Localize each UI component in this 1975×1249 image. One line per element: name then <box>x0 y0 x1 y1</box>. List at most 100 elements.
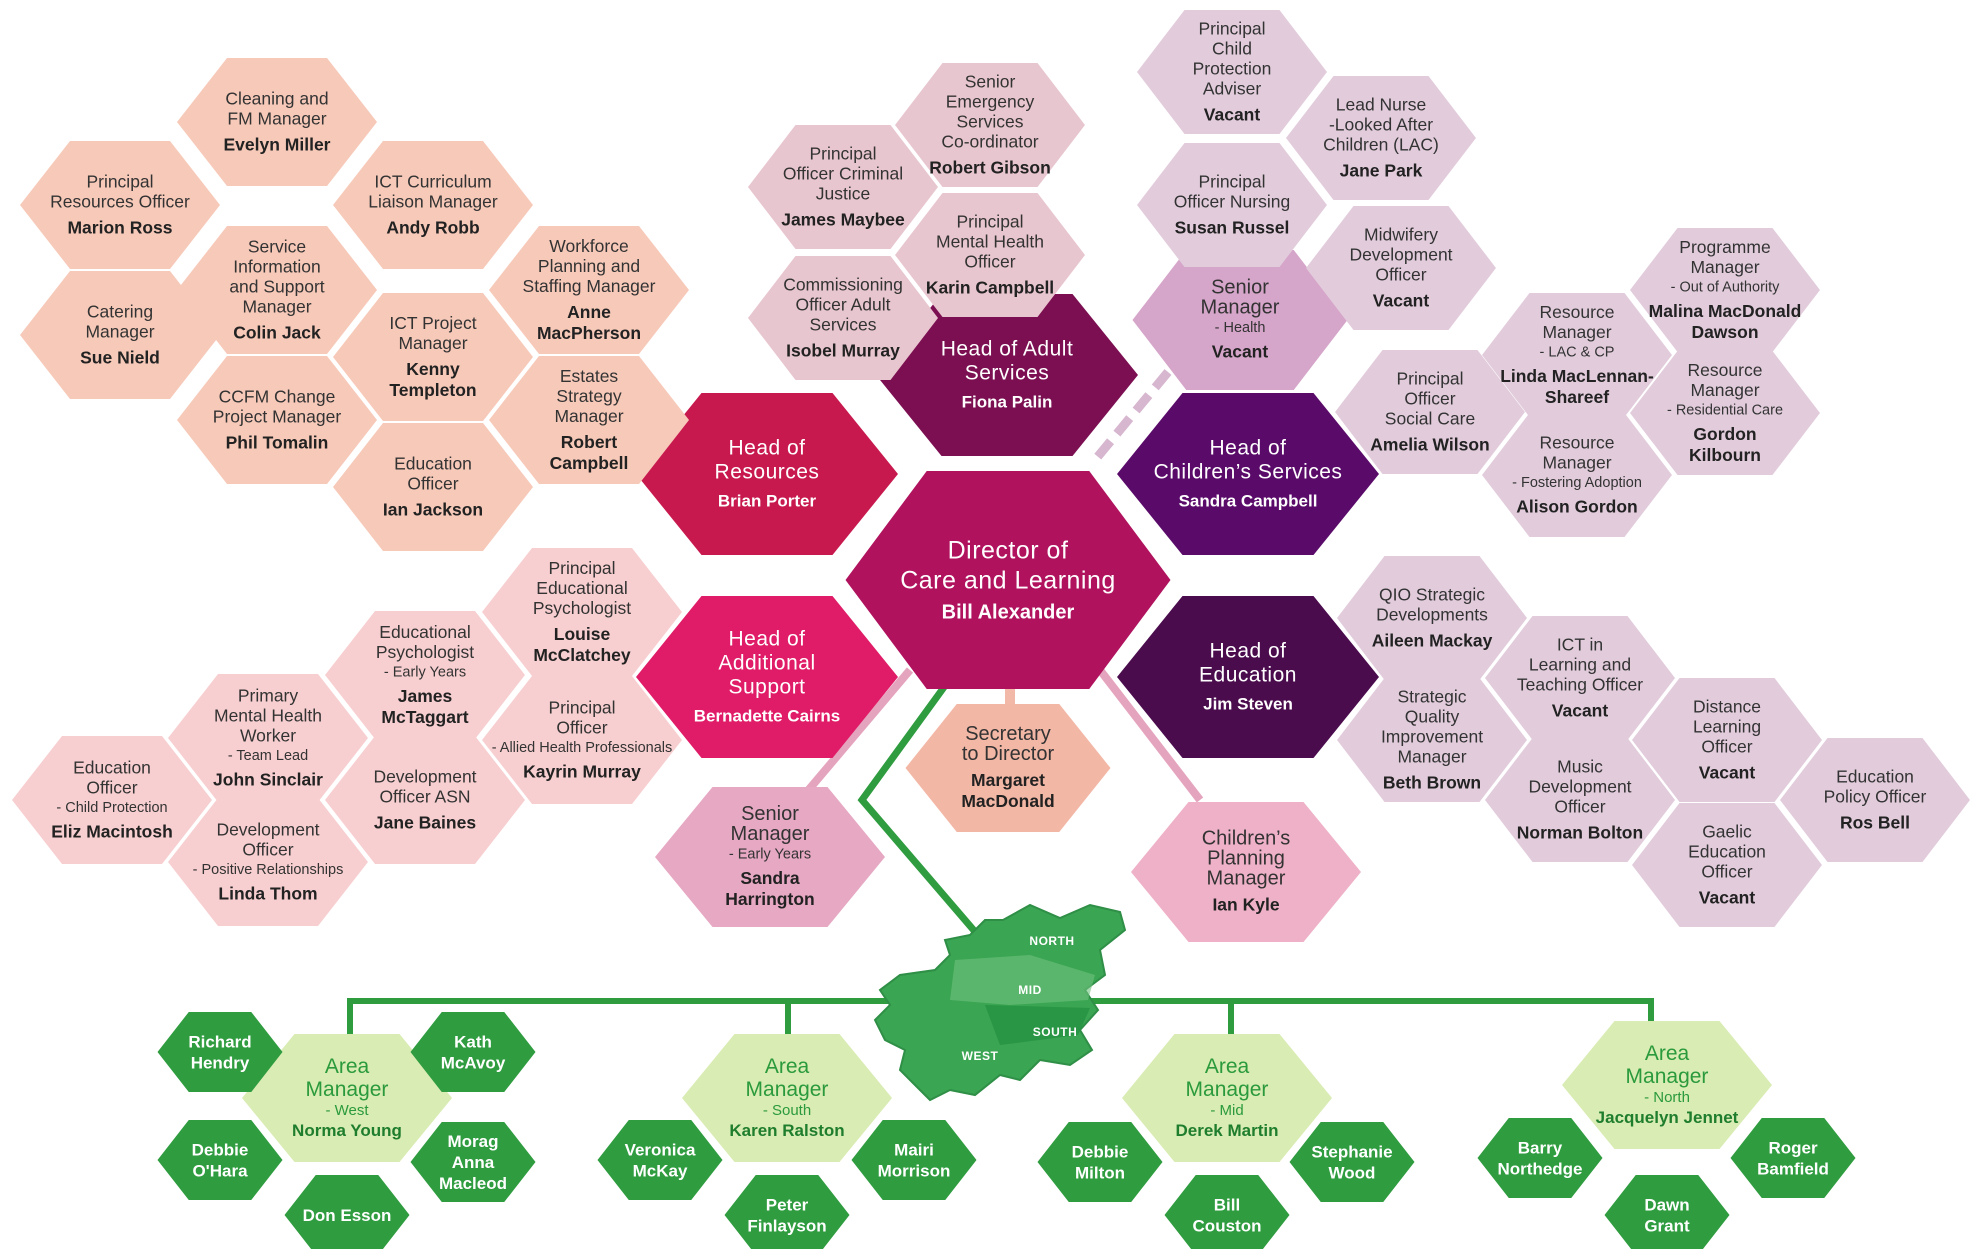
resources-team-hex-shape <box>489 226 689 354</box>
health-team-hex-shape <box>1306 206 1496 330</box>
area-team-name: Richard <box>188 1032 251 1051</box>
role-title: Staffing Manager <box>523 276 656 296</box>
person-name: James <box>398 686 453 706</box>
role-title: Manager <box>398 333 467 353</box>
secretary-hex-shape <box>905 704 1111 832</box>
role-title: Workforce <box>549 236 628 256</box>
role-title: Officer <box>1404 389 1455 409</box>
role-title: Senior <box>741 803 799 825</box>
map-label-north: NORTH <box>1029 934 1074 948</box>
additional-support-team-hex-shape <box>482 548 682 676</box>
role-title: ICT Project <box>389 313 476 333</box>
person-name: John Sinclair <box>213 769 323 789</box>
head-title: Head of <box>728 628 805 651</box>
head-title: Children’s Services <box>1154 461 1343 484</box>
role-title: Social Care <box>1385 409 1475 429</box>
area-team-name: Couston <box>1193 1216 1262 1235</box>
role-title: Officer <box>1701 862 1752 882</box>
role-title: Manager <box>1397 747 1466 767</box>
person-name: Vacant <box>1373 290 1430 310</box>
area-team-name: Veronica <box>625 1140 696 1159</box>
role-title: Secretary <box>965 723 1051 745</box>
role-title: Manager <box>731 823 810 845</box>
person-name: Evelyn Miller <box>224 134 331 154</box>
person-name: Marion Ross <box>67 217 172 237</box>
area-team-hex: Don Esson <box>284 1175 410 1249</box>
person-name: Isobel Murray <box>786 340 900 360</box>
area-manager-name: Karen Ralston <box>729 1121 844 1140</box>
head-name: Brian Porter <box>718 492 817 511</box>
person-name: Sandra <box>740 868 800 888</box>
role-title: Officer <box>1701 737 1752 757</box>
area-title: Area <box>1205 1055 1250 1078</box>
person-name: Shareef <box>1545 387 1609 407</box>
person-name: Templeton <box>389 380 476 400</box>
person-name: Vacant <box>1204 104 1261 124</box>
role-title: Teaching Officer <box>1517 675 1643 695</box>
head-title: Additional <box>718 652 815 675</box>
resources-team-hex-shape <box>333 141 533 269</box>
person-name: Colin Jack <box>233 322 321 342</box>
role-title: Officer <box>242 840 293 860</box>
role-title: Commissioning <box>783 275 903 295</box>
role-title: Principal <box>86 172 153 192</box>
person-name: Jane Baines <box>374 812 476 832</box>
area-title: Area <box>765 1055 810 1078</box>
map-label-mid: MID <box>1018 983 1042 997</box>
role-subtitle: - Early Years <box>729 847 811 863</box>
person-name: Ian Jackson <box>383 499 483 519</box>
role-subtitle: - Fostering Adoption <box>1512 475 1642 491</box>
education-team-hex-shape <box>1780 738 1970 862</box>
role-title: Midwifery <box>1364 225 1438 245</box>
head-adult-services-shape <box>876 294 1138 456</box>
person-name: Jane Park <box>1340 160 1423 180</box>
adult-team-hex: SeniorEmergencyServicesCo-ordinatorRober… <box>895 63 1085 187</box>
area-team-name: Macleod <box>439 1174 507 1193</box>
role-title: Music <box>1557 757 1603 777</box>
role-title: Principal <box>956 212 1023 232</box>
person-name: Dawson <box>1691 322 1758 342</box>
head-name: Bernadette Cairns <box>694 707 840 726</box>
role-title: and Support <box>229 277 324 297</box>
additional-support-team-hex-shape <box>325 611 525 739</box>
role-title: Development <box>1528 777 1631 797</box>
role-title: Manager <box>1542 322 1611 342</box>
area-team-hex-shape <box>851 1120 977 1200</box>
area-team-hex-shape <box>1037 1122 1163 1202</box>
role-title: Children (LAC) <box>1323 135 1439 155</box>
area-team-hex-shape <box>724 1175 850 1249</box>
role-title: Senior <box>1211 277 1269 299</box>
role-title: Adviser <box>1203 79 1262 99</box>
map-label-south: SOUTH <box>1033 1025 1078 1039</box>
role-title: QIO Strategic <box>1379 585 1485 605</box>
role-title: Programme <box>1679 237 1770 257</box>
area-team-hex-shape <box>597 1120 723 1200</box>
area-manager-hex-shape <box>242 1034 452 1162</box>
role-title: -Looked After <box>1329 115 1433 135</box>
area-region: - South <box>763 1102 811 1119</box>
role-title: Officer Criminal <box>783 164 903 184</box>
area-team-hex-shape <box>1604 1175 1730 1249</box>
head-name: Jim Steven <box>1203 695 1293 714</box>
children-team-hex-shape <box>1482 293 1672 417</box>
person-name: Robert <box>561 432 618 452</box>
person-name: Anne <box>567 302 611 322</box>
role-subtitle: - Allied Health Professionals <box>492 740 673 756</box>
head-title: Education <box>1199 664 1297 687</box>
area-team-name: Hendry <box>191 1053 250 1072</box>
